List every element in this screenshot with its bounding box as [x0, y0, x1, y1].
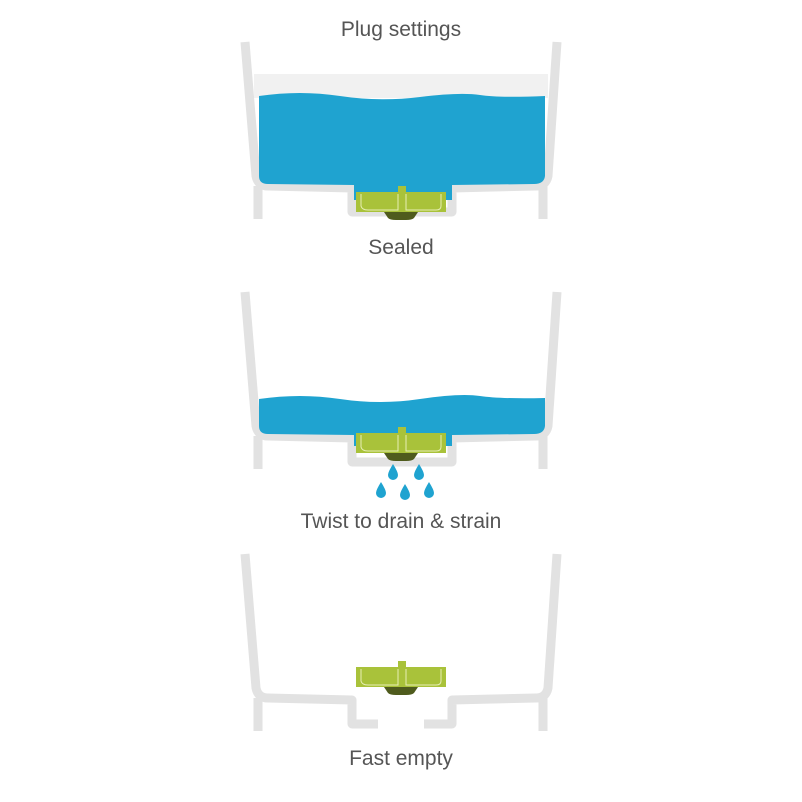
water-drops	[376, 464, 434, 500]
diagram-title: Plug settings	[340, 18, 462, 41]
state-label-drain: Twist to drain & strain	[300, 510, 502, 533]
water-low	[259, 395, 545, 446]
water-full	[259, 93, 545, 200]
state-label-sealed: Sealed	[368, 236, 434, 259]
sink-sealed	[245, 42, 557, 220]
sink-empty	[240, 553, 562, 731]
sink-draining	[245, 292, 557, 469]
plug-lifted	[355, 660, 447, 696]
state-label-empty: Fast empty	[349, 747, 453, 770]
